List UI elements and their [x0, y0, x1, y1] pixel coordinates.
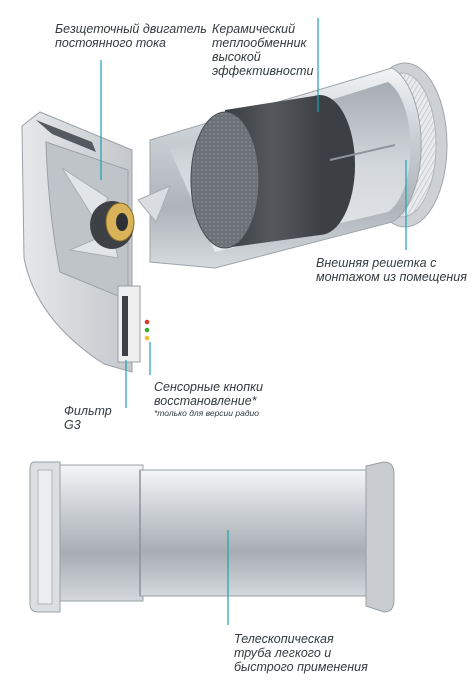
housing-inner	[45, 141, 129, 301]
tube-left-cap-band	[37, 469, 53, 605]
tube-inner	[139, 469, 373, 597]
telescopic-tube	[29, 461, 395, 613]
label-grille: Внешняя решетка с монтажом из помещения	[316, 256, 467, 284]
exploded-unit	[21, 62, 448, 373]
tube-right-flange	[365, 461, 395, 613]
label-footnote: *только для версии радио	[154, 408, 259, 418]
fan-blade	[137, 185, 171, 223]
led-yellow	[144, 335, 150, 341]
filter-slot	[122, 296, 128, 356]
leader-lines	[100, 18, 407, 408]
led-green	[144, 327, 150, 333]
label-tube: Телескопическая труба легкого и быстрого…	[234, 632, 368, 674]
label-motor: Безщеточный двигатель постоянного тока	[55, 22, 207, 50]
label-filter: Фильтр G3	[64, 404, 112, 432]
motor-hub	[116, 213, 128, 231]
tube-outer	[47, 464, 144, 602]
filter-panel	[117, 285, 141, 363]
label-exchanger: Керамический теплообменник высокой эффек…	[212, 22, 314, 78]
support-rod	[329, 144, 396, 161]
housing-cover	[36, 120, 96, 152]
ceramic-core-face	[190, 111, 260, 249]
led-red	[144, 319, 150, 325]
label-buttons: Сенсорные кнопки восстановление*	[154, 380, 263, 408]
